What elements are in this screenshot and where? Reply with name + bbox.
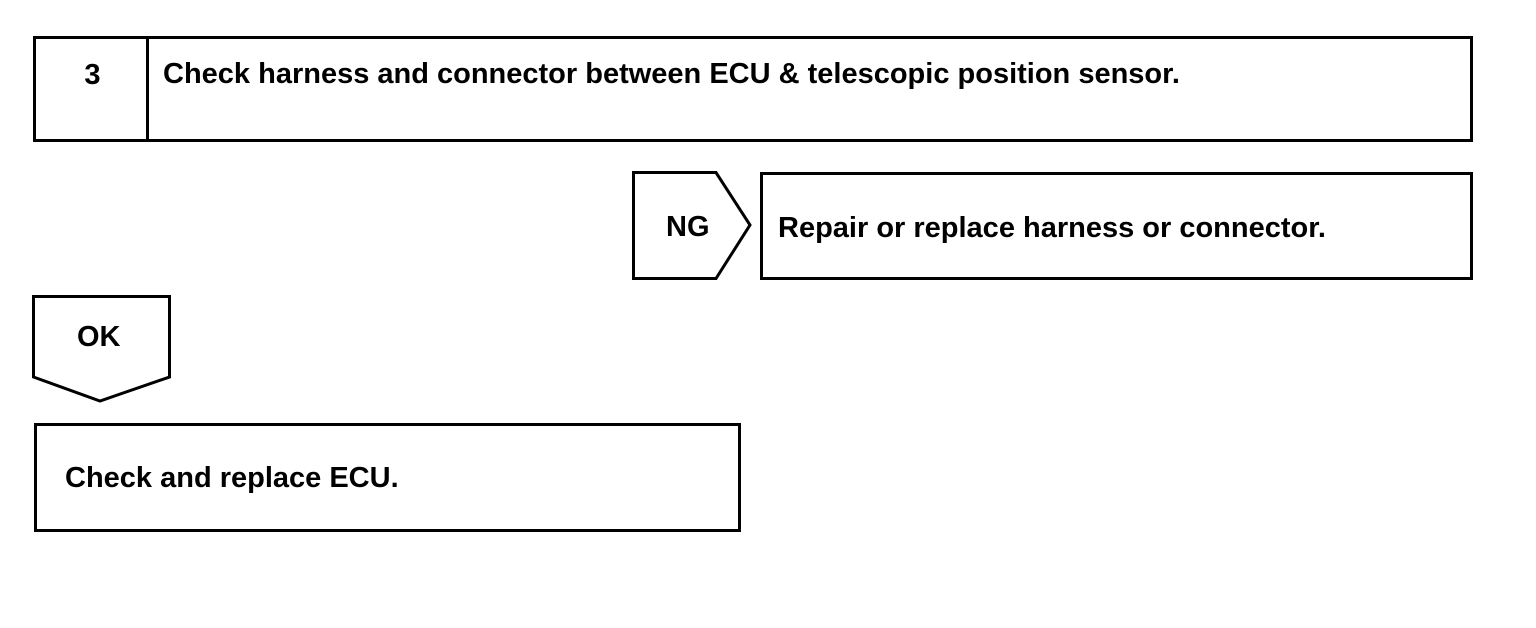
ok-result-box: Check and replace ECU. [34, 423, 741, 532]
ng-result-text: Repair or replace harness or connector. [778, 212, 1326, 244]
step-box: 3 Check harness and connector between EC… [33, 36, 1473, 142]
ng-result-box: Repair or replace harness or connector. [760, 172, 1473, 280]
ok-result-text: Check and replace ECU. [65, 462, 399, 494]
step-title: Check harness and connector between ECU … [163, 58, 1180, 90]
ng-label: NG [666, 211, 710, 243]
ok-label: OK [77, 321, 121, 353]
ok-arrow-shape [32, 295, 171, 403]
step-number: 3 [84, 59, 101, 91]
ng-arrow-shape [632, 171, 752, 280]
step-number-cell [36, 39, 149, 139]
